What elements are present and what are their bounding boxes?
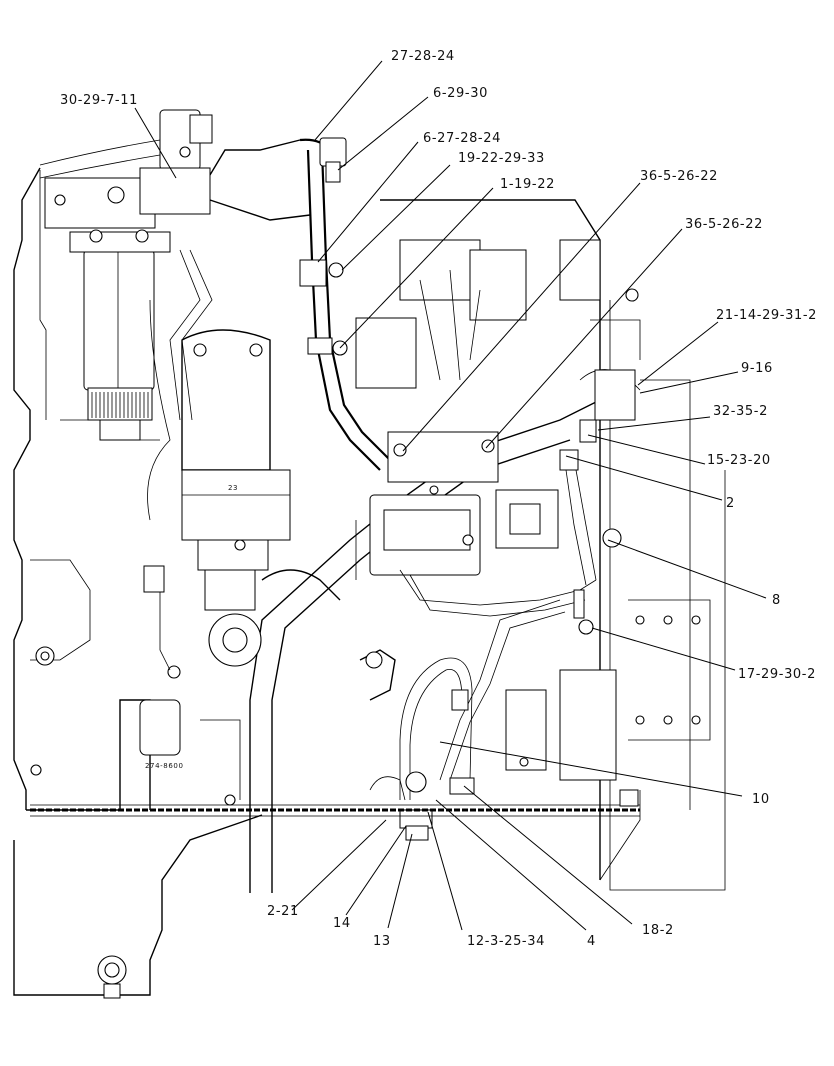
callout-32-35-2: 32-35-2: [713, 404, 768, 419]
callout-4: 4: [587, 934, 596, 949]
ecm-area: [355, 239, 601, 617]
callout-2-21: 2-21: [267, 904, 299, 919]
callout-14: 14: [333, 916, 351, 931]
callout-18-2: 18-2: [642, 923, 674, 938]
oil-pan-rail: [30, 789, 641, 881]
callout-27-28-24: 27-28-24: [391, 49, 455, 64]
part-mark-23: 23: [228, 484, 238, 492]
part-number-mark: 274-8600: [145, 762, 184, 770]
leader-lines: [134, 60, 767, 931]
callout-36-5-26-22-upper: 36-5-26-22: [640, 169, 718, 184]
central-pump: 23: [143, 329, 341, 679]
upper-harness: [39, 109, 331, 521]
callout-21-14-29-31-2: 21-14-29-31-2: [716, 308, 817, 323]
callout-8: 8: [772, 593, 781, 608]
engine-block-outline: 274-8600: [13, 167, 263, 999]
callout-6-29-30: 6-29-30: [433, 86, 488, 101]
callout-17-29-30-2: 17-29-30-2: [738, 667, 816, 682]
lower-wiring: [359, 419, 622, 841]
callout-15-23-20: 15-23-20: [707, 453, 771, 468]
vertical-harness: [299, 137, 391, 471]
callout-1-19-22: 1-19-22: [500, 177, 555, 192]
callout-labels: 27-28-24 30-29-7-11 6-29-30 6-27-28-24 1…: [60, 49, 817, 949]
callout-12-3-25-34: 12-3-25-34: [467, 934, 545, 949]
callout-10: 10: [752, 792, 770, 807]
callout-30-29-7-11: 30-29-7-11: [60, 93, 138, 108]
callout-19-22-29-33: 19-22-29-33: [458, 151, 545, 166]
callout-6-27-28-24: 6-27-28-24: [423, 131, 501, 146]
right-frame: [380, 199, 726, 891]
callout-9-16: 9-16: [741, 361, 773, 376]
callout-36-5-26-22-lower: 36-5-26-22: [685, 217, 763, 232]
fuel-filter: [44, 177, 171, 441]
callout-2: 2: [726, 496, 735, 511]
callout-13: 13: [373, 934, 391, 949]
